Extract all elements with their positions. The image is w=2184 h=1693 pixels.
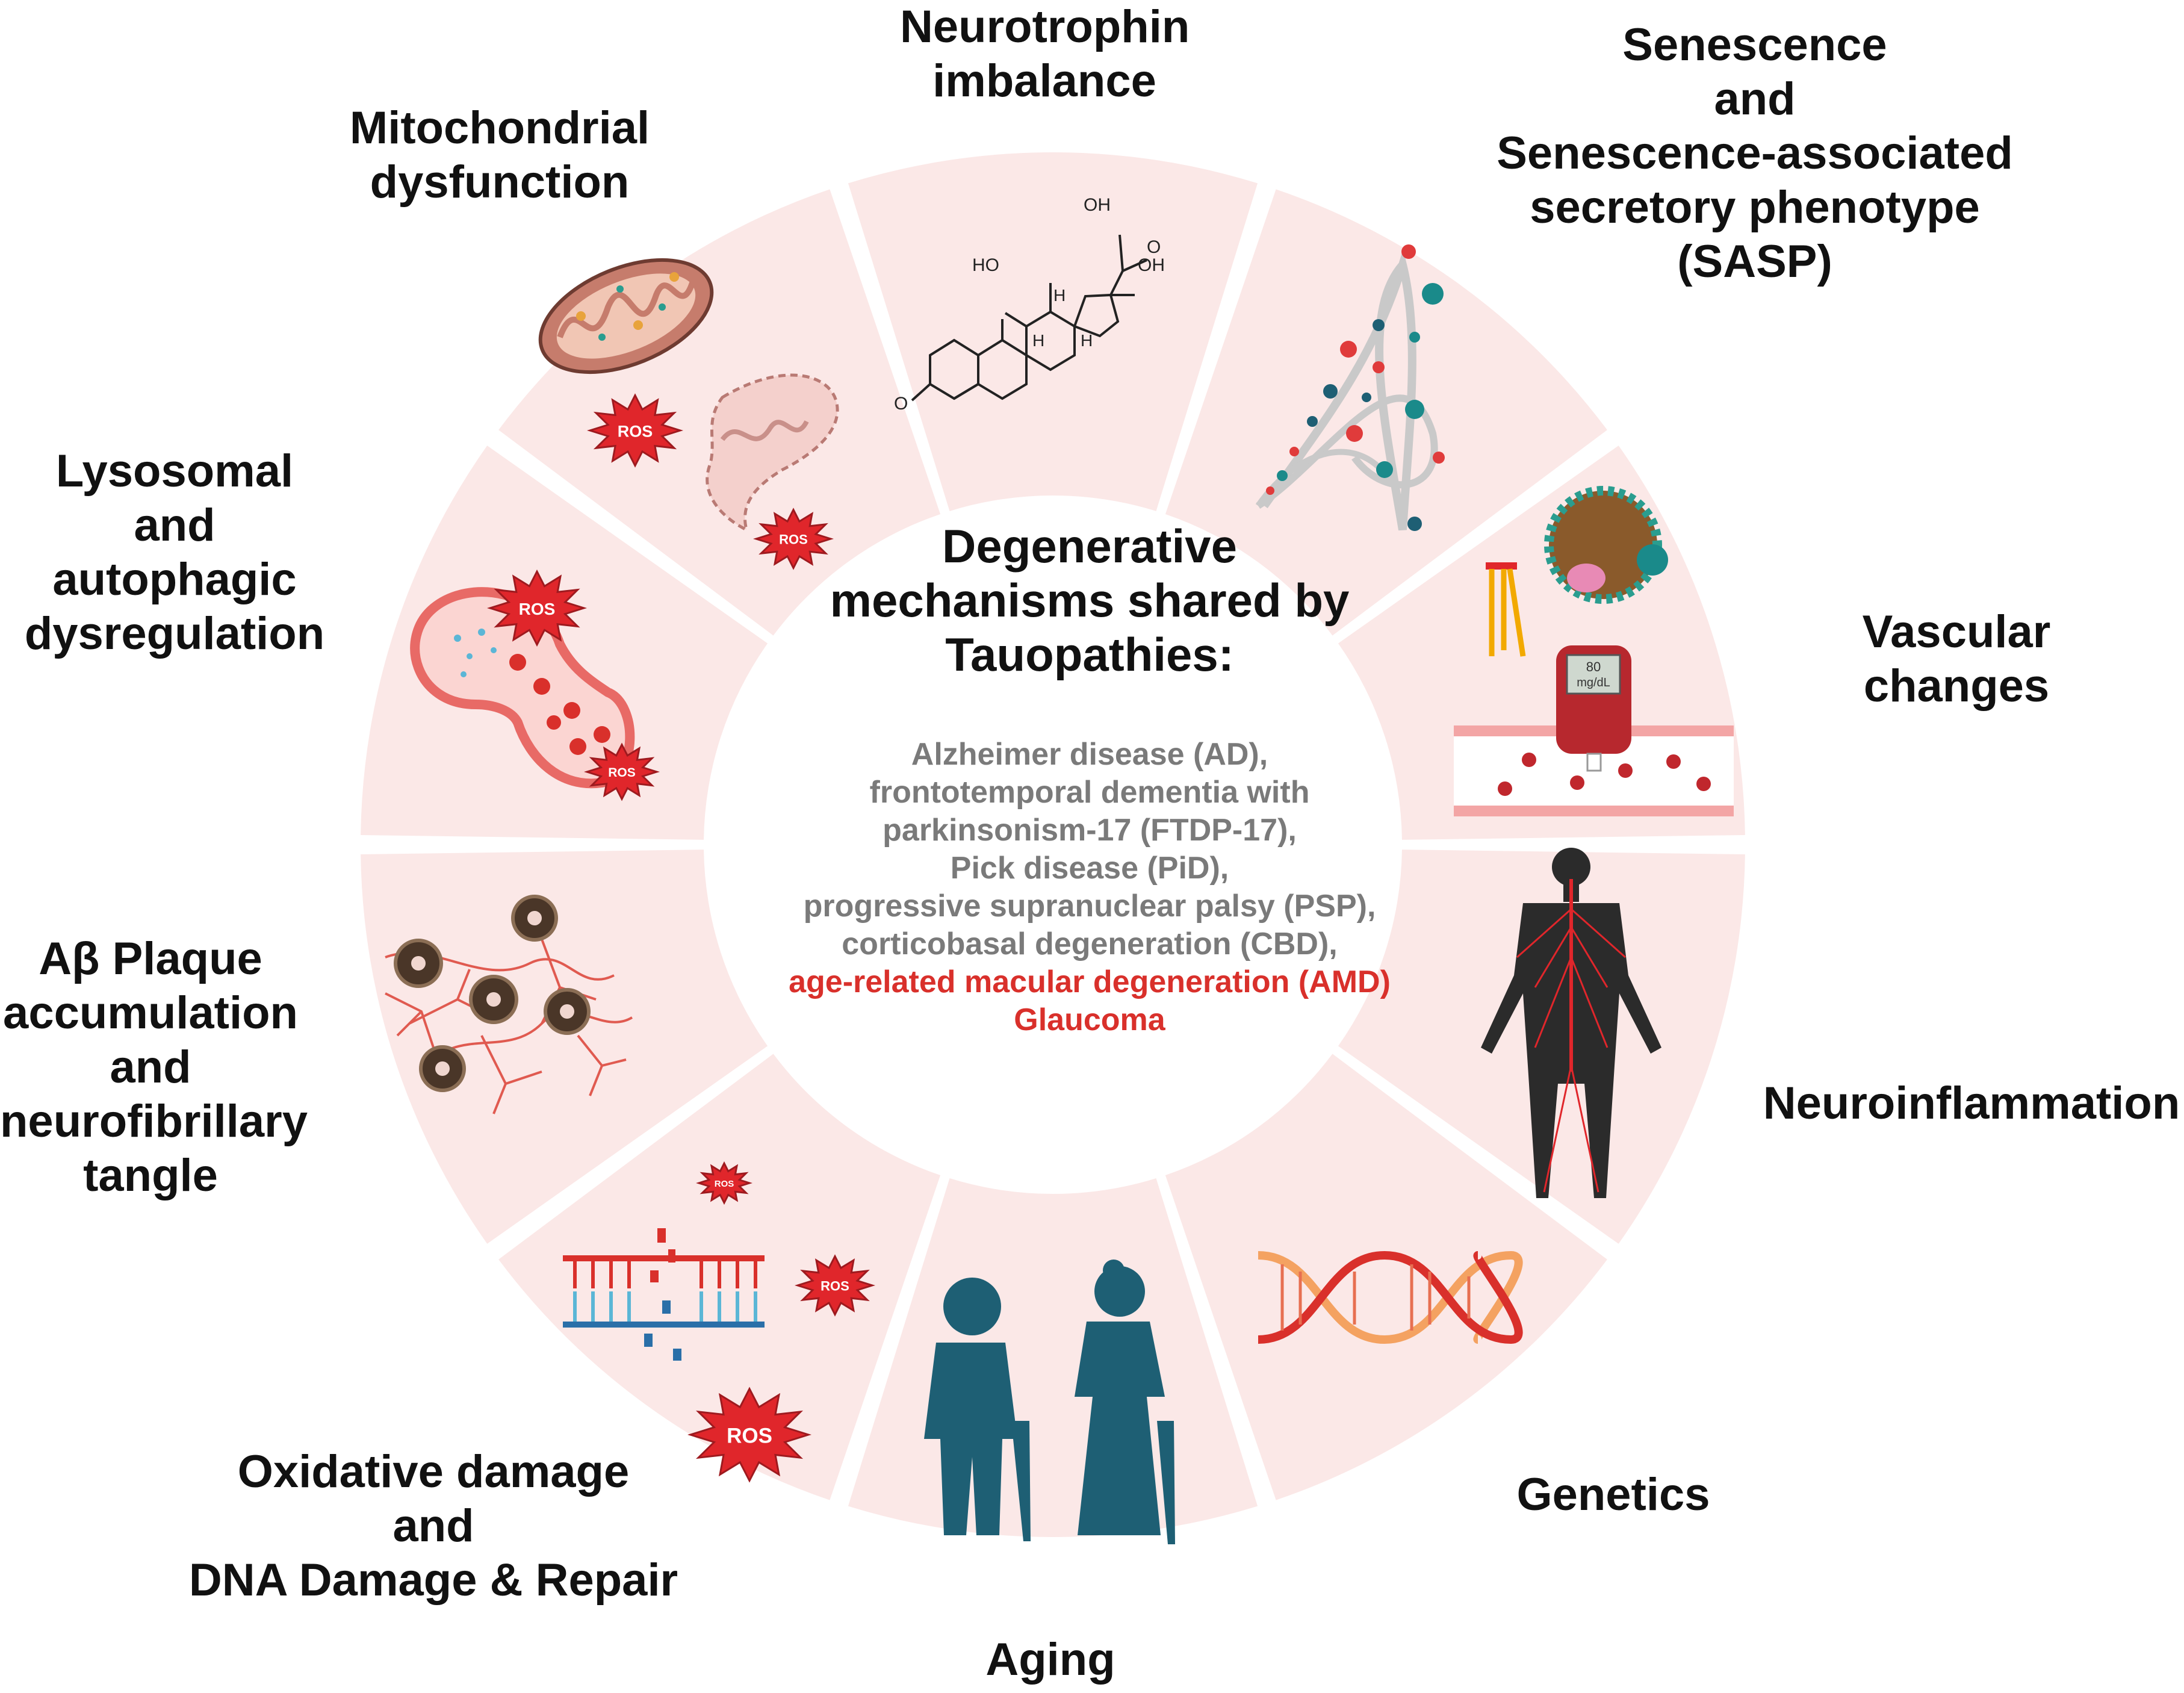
dna-helix-icon [1258,1250,1523,1344]
ros-burst-icon [687,1387,812,1483]
ros-burst-label: ROS [618,423,653,441]
center-title: Degenerative mechanisms shared by Tauopa… [692,519,1487,682]
disease-item: progressive supranuclear palsy (PSP), [803,889,1376,924]
label-line: imbalance [932,55,1156,107]
ros-burst-icon [583,742,660,801]
label-line: DNA Damage & Repair [188,1555,678,1606]
molecule-h1-label: H [1053,286,1066,305]
molecule-o-label: O [894,394,908,414]
label-line: Mitochondrial [349,102,650,154]
label-line: Aβ Plaque [39,933,262,984]
molecule-oh-right-label: OH [1138,255,1165,275]
amyloid-plaque-icon [385,895,633,1114]
ros-burst-icon [752,508,834,570]
damaged-dna-ros-icon [563,1228,765,1361]
center-circle [710,502,1396,1188]
label-line: Genetics [1516,1469,1710,1520]
ros-burst-label: ROS [519,600,556,618]
label-line: dysregulation [24,608,325,659]
label-line: Senescence-associated [1497,128,2013,179]
segment-plaque [361,850,768,1244]
disease-item: corticobasal degeneration (CBD), [842,927,1338,961]
elderly-couple-icon [924,1260,1175,1544]
ros-burst-label: ROS [608,766,636,780]
label-aging: Aging [927,1633,1174,1687]
molecule-h2-label: H [1032,331,1044,350]
segment-genetics [1165,1054,1607,1500]
label-line: neurofibrillary [0,1096,308,1147]
label-plaque: Aβ Plaque accumulation and neurofibrilla… [0,932,308,1203]
center-title-line: Tauopathies: [945,628,1234,681]
label-line: and [134,500,216,551]
label-oxidative: Oxidative damage and DNA Damage & Repair [169,1445,698,1608]
disease-item-highlight: Glaucoma [1014,1002,1165,1037]
center-title-line: Degenerative [942,520,1237,573]
disease-item: Pick disease (PiD), [950,851,1229,886]
glucose-meter-vessel-icon: 80 mg/dL [1454,486,1734,816]
disease-item: frontotemporal dementia with [869,775,1310,810]
label-senescence: Senescence and Senescence-associated sec… [1478,18,2032,289]
label-line: changes [1863,660,2050,712]
label-line: (SASP) [1677,236,1832,287]
nervous-system-body-icon [1481,848,1661,1198]
label-line: and [110,1042,191,1093]
label-line: Neuroinflammation [1763,1078,2180,1129]
ros-burst-icon [586,393,684,468]
label-lysosomal: Lysosomal and autophagic dysregulation [12,444,337,661]
label-line: Senescence [1622,19,1887,70]
ros-burst-icon [486,569,588,647]
meter-reading-unit: mg/dL [1577,676,1610,689]
ros-bursts: ROS ROS ROS ROS ROS ROS ROS [486,393,876,1483]
label-vascular: Vascular changes [1806,605,2107,713]
ros-burst-label: ROS [779,532,808,547]
label-line: Aging [985,1634,1115,1685]
disease-list: Alzheimer disease (AD), frontotemporal d… [692,736,1487,1039]
wheel-segments [361,152,1745,1537]
label-line: and [1714,73,1796,125]
disease-item-highlight: age-related macular degeneration (AMD) [789,965,1391,999]
label-line: and [392,1500,474,1552]
molecule-h3-label: H [1081,331,1093,350]
ros-burst-icon [794,1254,876,1317]
label-line: secretory phenotype [1530,182,1980,233]
molecule-o-ring-label: O [1147,237,1161,257]
molecule-ho-label: HO [972,255,999,275]
disease-item: Alzheimer disease (AD), [911,737,1268,772]
ros-burst-label: ROS [821,1279,849,1294]
label-mitochondrial: Mitochondrial dysfunction [337,101,662,210]
label-line: Vascular [1862,606,2051,657]
label-neurotrophin: Neurotrophin imbalance [900,0,1190,108]
label-genetics: Genetics [1463,1468,1764,1522]
ros-burst-label: ROS [727,1424,772,1448]
center-title-line: mechanisms shared by [830,574,1350,627]
molecule-oh-top-label: OH [1084,195,1111,215]
disease-item: parkinsonism-17 (FTDP-17), [883,813,1297,848]
ros-burst-label: ROS [715,1179,734,1189]
label-line: tangle [83,1150,218,1201]
label-line: accumulation [3,987,298,1039]
label-line: Neurotrophin [900,1,1190,52]
label-line: autophagic [52,554,297,605]
label-line: dysfunction [370,157,630,208]
steroid-molecule-icon: HO OH OH O O H H H [894,195,1165,414]
label-line: Lysosomal [55,446,294,497]
label-neuroinflammation: Neuroinflammation [1761,1076,2182,1131]
segment-neurotrophin [848,152,1258,511]
sasp-chromatin-icon [1255,244,1445,531]
mitochondria-icon [538,258,839,533]
ros-burst-icon [696,1161,752,1205]
meter-reading-value: 80 [1586,659,1601,674]
label-line: Oxidative damage [237,1446,630,1497]
